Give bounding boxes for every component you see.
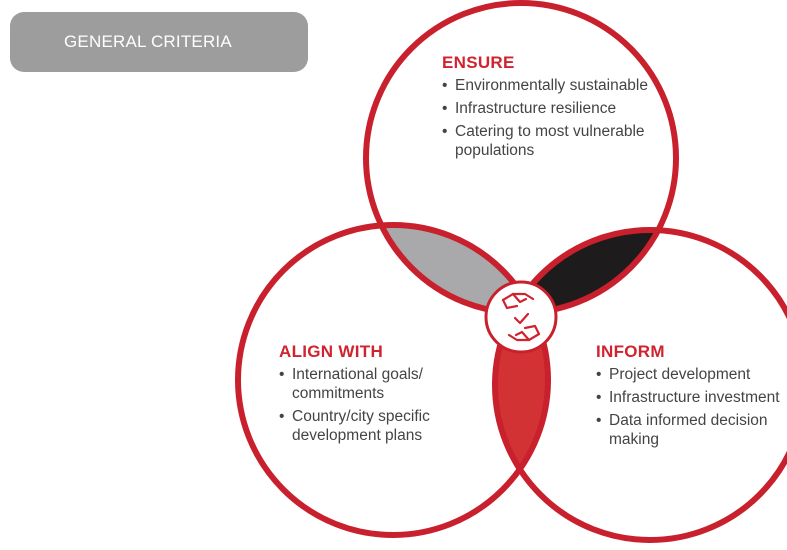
list-item: International goals/ commitments — [279, 365, 479, 403]
list-item: Environmentally sustainable — [442, 76, 672, 95]
align-circle-outline — [235, 222, 551, 538]
general-criteria-badge: GENERAL CRITERIA — [10, 12, 308, 72]
ensure-section: ENSURE Environmentally sustainable Infra… — [442, 53, 672, 164]
align-list: International goals/ commitments Country… — [279, 365, 479, 445]
handshake-hands-icon — [484, 280, 558, 354]
list-item: Country/city specific development plans — [279, 407, 479, 445]
inform-list: Project development Infrastructure inves… — [596, 365, 786, 449]
inform-title: INFORM — [596, 342, 665, 361]
ensure-list: Environmentally sustainable Infrastructu… — [442, 76, 672, 160]
badge-label: GENERAL CRITERIA — [64, 32, 232, 51]
align-title: ALIGN WITH — [279, 342, 384, 361]
ensure-title: ENSURE — [442, 53, 515, 72]
align-section: ALIGN WITH International goals/ commitme… — [279, 342, 479, 449]
list-item: Project development — [596, 365, 786, 384]
inform-circle-outline — [492, 227, 787, 543]
list-item: Data informed decision making — [596, 411, 786, 449]
inform-section: INFORM Project development Infrastructur… — [596, 342, 786, 453]
list-item: Catering to most vulnerable populations — [442, 122, 672, 160]
list-item: Infrastructure resilience — [442, 99, 672, 118]
list-item: Infrastructure investment — [596, 388, 786, 407]
